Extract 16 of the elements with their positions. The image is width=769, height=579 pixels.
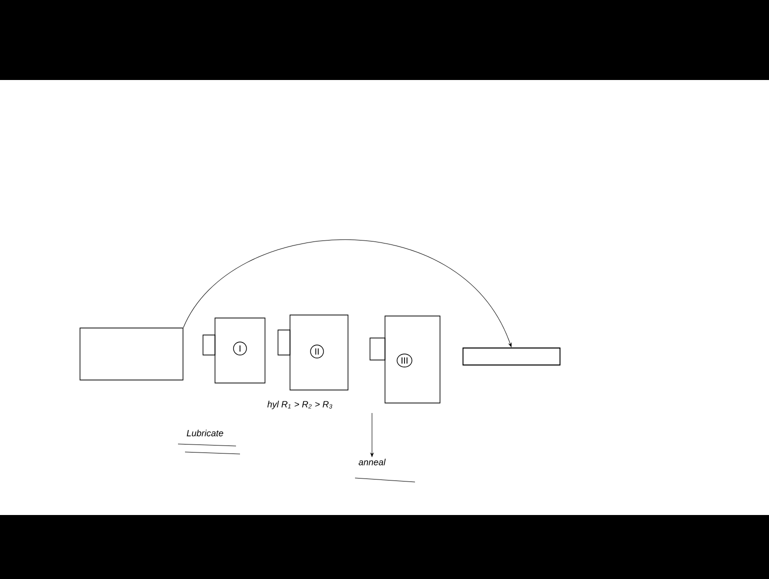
arrow xyxy=(183,239,512,348)
annotation-text: anneal xyxy=(358,458,386,466)
stand-number: I xyxy=(233,342,247,356)
formula-text: hyl R$_{1}$ > R$_{2}$ > R$_{3}$ xyxy=(267,400,332,410)
stand-box xyxy=(384,316,440,404)
tab-box xyxy=(202,334,216,356)
stand-box xyxy=(214,318,266,384)
tab-box xyxy=(370,338,386,360)
stand-box xyxy=(290,314,348,390)
annotation-text: Lubricate xyxy=(186,430,224,436)
stand-number: III xyxy=(396,354,412,368)
tab-box xyxy=(278,330,290,356)
strip-bar xyxy=(462,348,560,366)
arrow xyxy=(370,412,374,457)
machine-box xyxy=(80,328,184,380)
stand-number: II xyxy=(310,344,324,358)
